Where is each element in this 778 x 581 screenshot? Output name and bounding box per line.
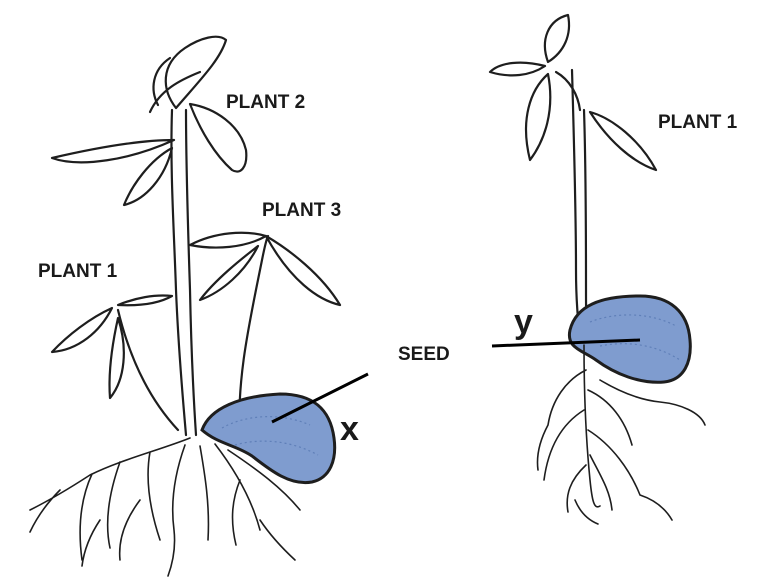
- left-branch-plant1: [118, 310, 178, 430]
- right-top-leaf-3: [526, 74, 550, 160]
- left-top-leaf-2: [154, 58, 170, 105]
- left-plant3-leaf-right: [266, 236, 340, 305]
- left-plant1-leaf-down: [109, 318, 123, 398]
- label-left-plant-3: PLANT 3: [262, 200, 341, 221]
- right-top-leaf-2: [490, 63, 545, 76]
- right-side-leaf: [590, 112, 656, 170]
- right-top-leaf-1: [545, 15, 569, 62]
- left-plant3-leaf-left: [200, 246, 258, 300]
- left-top-right-leaf: [190, 104, 246, 172]
- label-left-plant-2: PLANT 2: [226, 92, 305, 113]
- left-plant1-leaf-left: [52, 308, 112, 352]
- left-top-leaf: [150, 37, 226, 112]
- left-seedling: [30, 37, 368, 576]
- right-seedling: [490, 15, 705, 524]
- label-y: y: [514, 303, 533, 341]
- label-seed: SEED: [398, 344, 450, 365]
- left-main-stem: [171, 110, 196, 435]
- right-top-leaf-4: [556, 72, 580, 110]
- left-top-left-leaf-2: [124, 148, 172, 205]
- left-seed-x: [202, 394, 335, 483]
- label-x: x: [340, 410, 359, 448]
- label-left-plant-1: PLANT 1: [38, 261, 118, 282]
- left-plant3-leaf-top: [190, 233, 266, 248]
- label-right-plant-1: PLANT 1: [658, 112, 738, 133]
- left-plant1-leaf-top: [118, 295, 172, 305]
